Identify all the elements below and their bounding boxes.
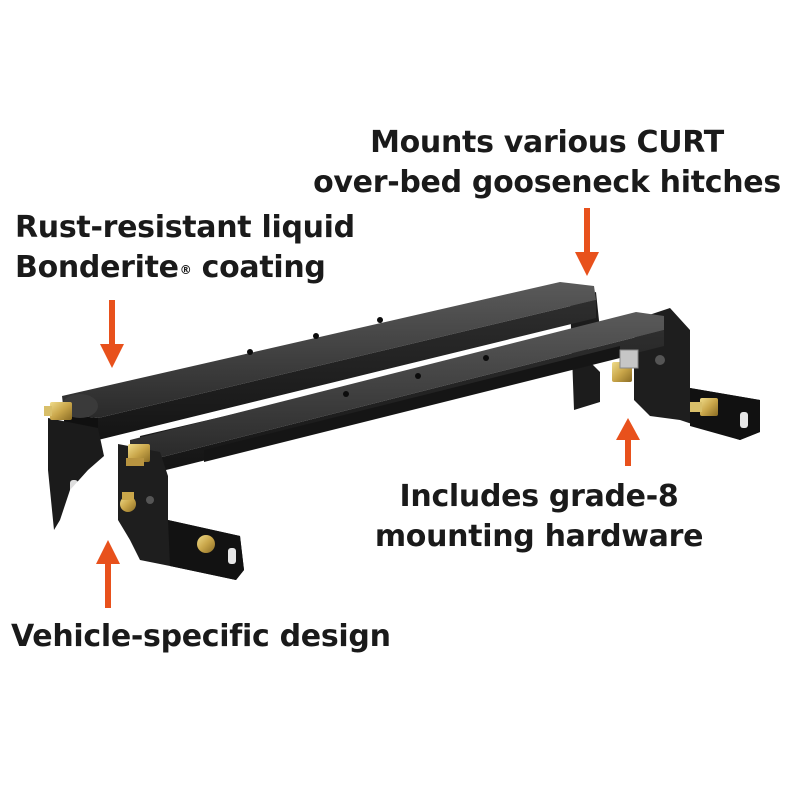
callout-mounts-hitches: Mounts various CURT over-bed gooseneck h… — [312, 123, 782, 203]
arrow-mounts-down-icon — [575, 208, 599, 276]
callout-rust-line1: Rust-resistant liquid — [15, 210, 355, 245]
callout-rust-line2: Bonderite® coating — [15, 250, 326, 285]
left-rear-bracket — [48, 418, 104, 530]
registered-mark: ® — [179, 263, 192, 277]
callout-mounts-line2: over-bed gooseneck hitches — [313, 165, 781, 200]
callout-mounts-line1: Mounts various CURT — [370, 125, 724, 160]
arrow-rust-down-icon — [100, 300, 124, 368]
callout-includes-line2: mounting hardware — [374, 519, 704, 554]
callout-includes-hardware: Includes grade-8 mounting hardware — [374, 477, 704, 557]
front-rail — [130, 312, 664, 472]
callout-vehicle-line1: Vehicle-specific design — [11, 619, 391, 654]
callout-includes-line1: Includes grade-8 — [399, 479, 679, 514]
arrow-includes-up-icon — [616, 418, 640, 466]
arrow-vehicle-up-icon — [96, 540, 120, 608]
callout-vehicle-specific: Vehicle-specific design — [11, 617, 391, 657]
callout-rust-resistant: Rust-resistant liquid Bonderite® coating — [15, 208, 355, 288]
hardware-bolts — [44, 349, 718, 553]
